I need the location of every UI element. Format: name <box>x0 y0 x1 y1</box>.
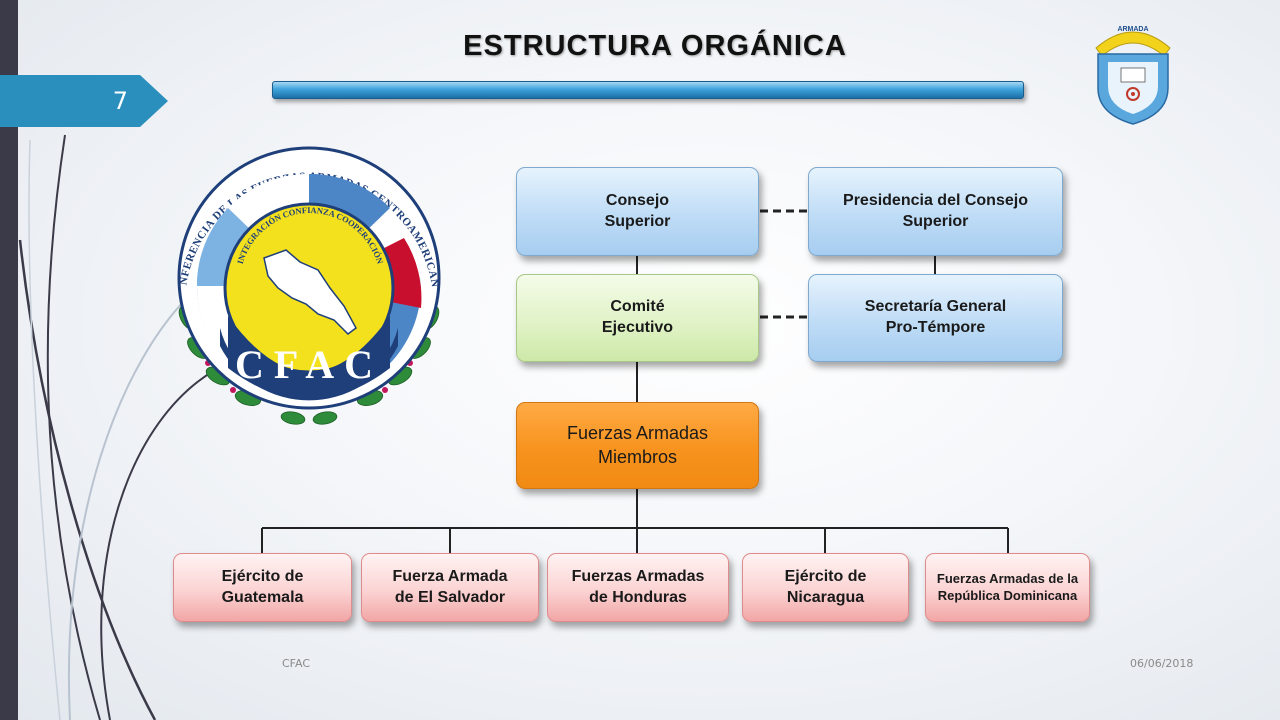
footer-left-text: CFAC <box>282 657 311 670</box>
decorative-curves <box>18 134 216 720</box>
navy-emblem-logo: ARMADA <box>1095 26 1171 125</box>
logo-acronym: CFAC <box>235 342 383 387</box>
box-member-guatemala: Ejército de Guatemala <box>173 553 352 622</box>
box-member-honduras: Fuerzas Armadas de Honduras <box>547 553 729 622</box>
title-underline-bar <box>272 81 1024 99</box>
emblem-top-text: ARMADA <box>1117 26 1148 33</box>
box-member-nicaragua: Ejército de Nicaragua <box>742 553 909 622</box>
box-member-el-salvador: Fuerza Armada de El Salvador <box>361 553 539 622</box>
box-consejo-superior: Consejo Superior <box>516 167 759 256</box>
box-secretaria-general: Secretaría General Pro-Témpore <box>808 274 1063 362</box>
slide-title: ESTRUCTURA ORGÁNICA <box>463 30 847 62</box>
footer-date: 06/06/2018 <box>1130 657 1194 670</box>
left-accent-bar <box>0 0 18 720</box>
box-member-republica-dominicana: Fuerzas Armadas de la República Dominica… <box>925 553 1090 622</box>
slide-number: 7 <box>112 87 128 115</box>
box-comite-ejecutivo: Comité Ejecutivo <box>516 274 759 362</box>
box-fuerzas-armadas-miembros: Fuerzas Armadas Miembros <box>516 402 759 489</box>
slide-number-tab: 7 <box>0 75 168 127</box>
cfac-logo: CONFERENCIA DE LAS FUERZAS ARMADAS CENTR… <box>168 138 441 425</box>
box-presidencia-consejo: Presidencia del Consejo Superior <box>808 167 1063 256</box>
